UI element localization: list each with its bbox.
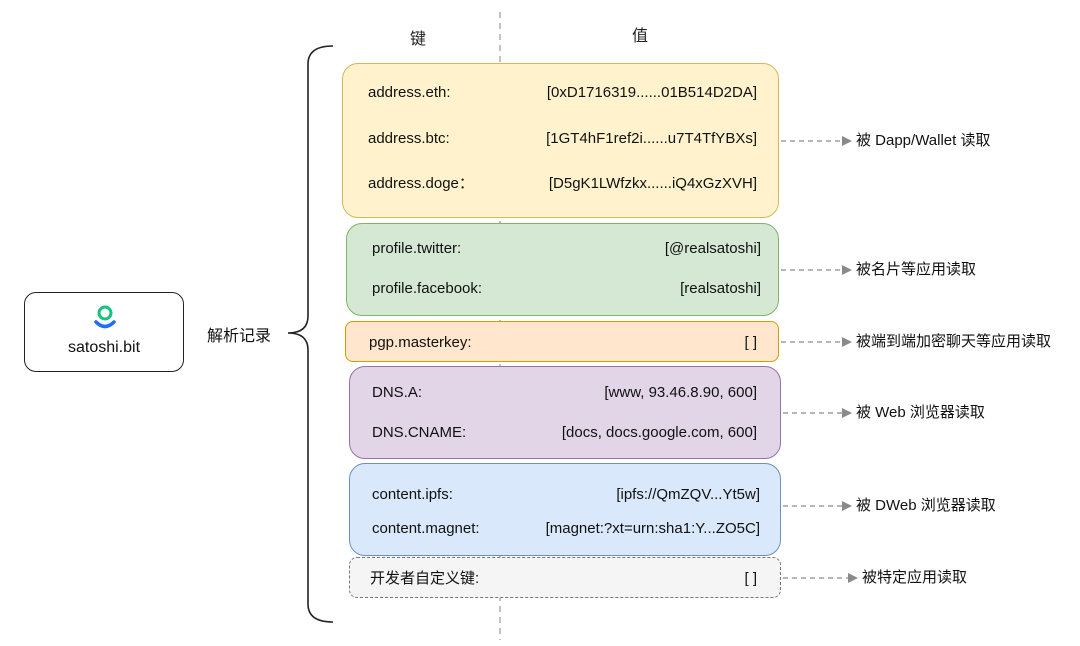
record-key: pgp.masterkey: [369, 334, 472, 351]
records-curly-brace [287, 45, 334, 623]
record-value: [1GT4hF1ref2i......u7T4TfYBXs] [546, 130, 757, 147]
reader-label: 被特定应用读取 [862, 569, 968, 586]
domain-name: satoshi.bit [67, 339, 141, 356]
record-key: DNS.A: [372, 384, 423, 401]
record-value: [ ] [744, 570, 757, 587]
record-value: [ipfs://QmZQV...Yt5w] [616, 486, 760, 503]
reader-label: 被 DWeb 浏览器读取 [856, 497, 996, 514]
record-key: profile.twitter: [372, 240, 462, 257]
record-value: [@realsatoshi] [664, 240, 761, 257]
record-value: [www, 93.46.8.90, 600] [604, 384, 757, 401]
profile-records-group [346, 223, 779, 316]
key-column-header: 键 [410, 31, 427, 48]
record-key: address.btc: [368, 130, 450, 147]
custom-records-group [349, 557, 781, 598]
pgp-records-group [345, 321, 779, 362]
domain-node: satoshi.bit [24, 292, 184, 372]
record-value: [docs, docs.google.com, 600] [561, 424, 757, 441]
record-key: content.magnet: [372, 520, 480, 537]
record-value: [realsatoshi] [680, 280, 761, 297]
address-records-group [342, 63, 779, 218]
record-key: address.doge： [368, 175, 474, 192]
record-key: 开发者自定义键: [370, 570, 480, 587]
record-key: address.eth: [368, 84, 451, 101]
content-records-group [349, 463, 781, 556]
records-label: 解析记录 [207, 328, 272, 345]
record-value: [0xD1716319......01B514D2DA] [546, 84, 757, 101]
reader-label: 被 Web 浏览器读取 [856, 404, 985, 421]
dns-records-group [349, 366, 781, 459]
record-key: DNS.CNAME: [372, 424, 467, 441]
dotbit-logo-icon [94, 305, 116, 329]
reader-label: 被名片等应用读取 [856, 261, 977, 278]
reader-label: 被端到端加密聊天等应用读取 [856, 333, 1052, 350]
record-value: [magnet:?xt=urn:sha1:Y...ZO5C] [545, 520, 760, 537]
record-key: profile.facebook: [372, 280, 483, 297]
reader-arrows [781, 136, 858, 583]
value-column-header: 值 [632, 28, 649, 45]
record-value: [ ] [744, 334, 757, 351]
reader-label: 被 Dapp/Wallet 读取 [856, 132, 991, 149]
record-key: content.ipfs: [372, 486, 453, 503]
record-value: [D5gK1LWfzkx......iQ4xGzXVH] [548, 175, 757, 192]
